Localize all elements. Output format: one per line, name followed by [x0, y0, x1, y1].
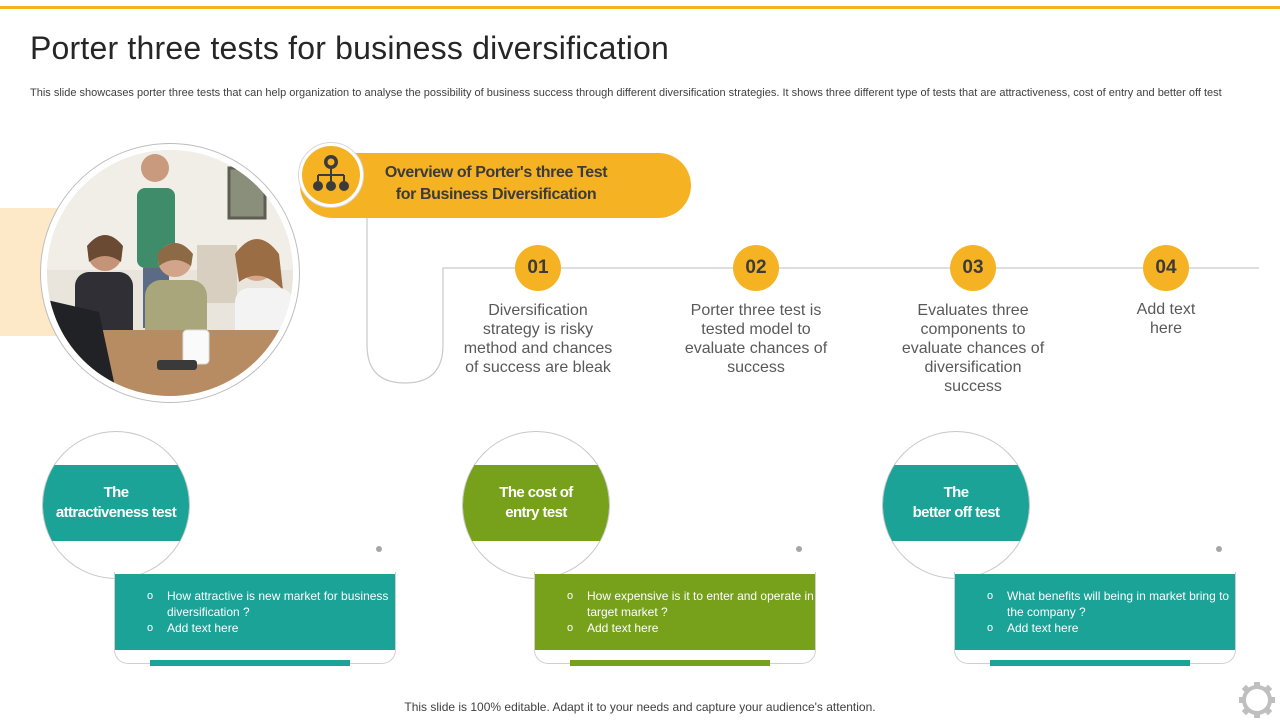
test-label-line1: The [103, 484, 129, 501]
slide-footer: This slide is 100% editable. Adapt it to… [404, 700, 876, 714]
test-card-underline [990, 660, 1190, 666]
overview-title-line2: for Business Diversification [395, 186, 597, 203]
test-card-underline [150, 660, 350, 666]
test-label-line2: attractiveness test [55, 504, 177, 521]
overview-title-line1: Overview of Porter's three Test [384, 164, 608, 181]
card-corner-dot [796, 546, 802, 552]
test-bullet: Add text here [567, 620, 815, 636]
test-label-line2: entry test [505, 504, 567, 521]
test-badge-better-off [883, 431, 1029, 579]
test-bullet: How attractive is new market for busines… [147, 588, 395, 620]
hierarchy-icon [302, 146, 360, 204]
step-number-03: 03 [950, 245, 996, 291]
test-label-line1: The [943, 484, 969, 501]
test-card-attractiveness: How attractive is new market for busines… [115, 574, 395, 650]
test-label-attractiveness: The attractiveness test [43, 483, 189, 523]
test-card-better-off: What benefits will being in market bring… [955, 574, 1235, 650]
step-text-04: Add text here [1136, 301, 1196, 337]
slide-title: Porter three tests for business diversif… [30, 30, 670, 66]
step-text-03: Evaluates three components to evaluate c… [901, 302, 1045, 395]
test-badge-attractiveness [43, 431, 189, 579]
slide-subtitle: This slide showcases porter three tests … [30, 87, 1222, 99]
step-text-02: Porter three test is tested model to eva… [684, 302, 828, 376]
step-number-04: 04 [1143, 245, 1189, 291]
test-label-line1: The cost of [499, 484, 573, 501]
gear-icon[interactable] [1237, 680, 1277, 720]
step-text-01: Diversification strategy is risky method… [463, 302, 613, 376]
overview-title: Overview of Porter's three Test for Busi… [362, 162, 630, 206]
overview-banner [300, 153, 691, 218]
step-number-02: 02 [733, 245, 779, 291]
test-card-cost-of-entry: How expensive is it to enter and operate… [535, 574, 815, 650]
test-badge-cost-of-entry [463, 431, 609, 579]
test-label-cost-of-entry: The cost of entry test [463, 483, 609, 523]
test-card-underline [570, 660, 770, 666]
test-bullet: How expensive is it to enter and operate… [567, 588, 815, 620]
card-corner-dot [1216, 546, 1222, 552]
test-label-better-off: The better off test [883, 483, 1029, 523]
step-number-01: 01 [515, 245, 561, 291]
test-label-line2: better off test [912, 504, 1000, 521]
top-accent-bar [0, 6, 1280, 9]
card-corner-dot [376, 546, 382, 552]
test-bullet: Add text here [987, 620, 1235, 636]
test-bullet: Add text here [147, 620, 395, 636]
test-bullet: What benefits will being in market bring… [987, 588, 1235, 620]
